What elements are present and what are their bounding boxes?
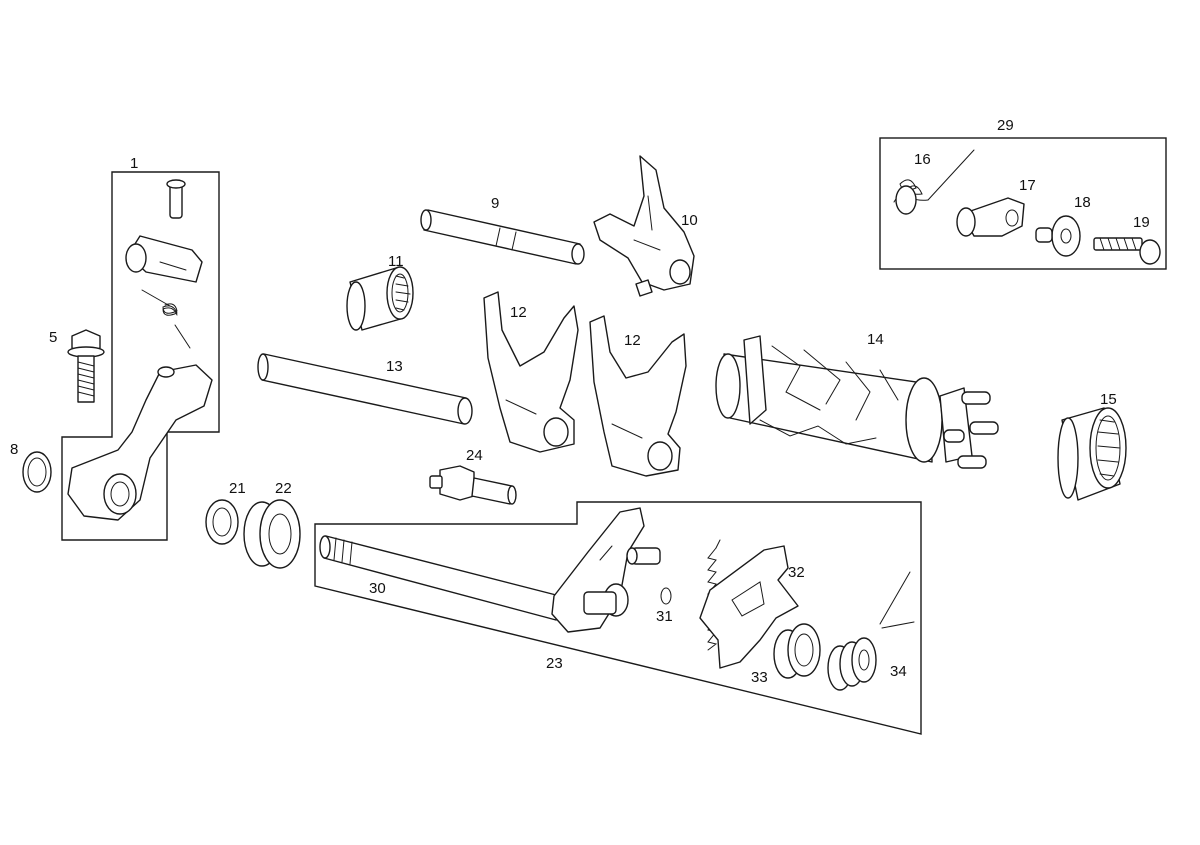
group-23-outline [314,501,922,735]
selector-plate-32 [699,545,799,669]
group-29-outline [879,137,1167,270]
needle-bearing-small [346,266,414,331]
group-1-outline [61,171,220,541]
bushing-33 [773,623,821,679]
fork-shaft-short [420,209,585,265]
callout-34: 34 [890,663,907,680]
needle-bearing-large [1057,407,1127,501]
shift-fork-12b [589,315,687,477]
callout-17: 17 [1019,177,1036,194]
callout-23: 23 [546,655,563,672]
callout-12b: 12 [624,332,641,349]
callout-12a: 12 [510,304,527,321]
small-spring [141,289,191,349]
screw-19 [1093,237,1161,265]
flange-bolt [67,329,105,403]
callout-10: 10 [681,212,698,229]
callout-15: 15 [1100,391,1117,408]
torsion-spring-34 [827,571,915,691]
shift-fork-12a [483,291,579,453]
callout-14: 14 [867,331,884,348]
callout-16: 16 [914,151,931,168]
callout-9: 9 [491,195,499,212]
callout-1: 1 [130,155,138,172]
oil-seal-22 [243,499,301,569]
callout-32: 32 [788,564,805,581]
bushing-21 [205,499,239,545]
callout-22: 22 [275,480,292,497]
callout-8: 8 [10,441,18,458]
callout-24: 24 [466,447,483,464]
callout-11: 11 [388,253,404,270]
shift-lever-arm [67,364,213,521]
torsion-spring-16 [893,149,975,215]
clevis [125,235,203,283]
washer-18 [1035,215,1081,257]
stud-24 [429,465,517,505]
callout-5: 5 [49,329,57,346]
callout-21: 21 [229,480,246,497]
shift-fork-10 [593,155,695,297]
fork-shaft-long [257,353,473,425]
callout-19: 19 [1133,214,1150,231]
callout-33: 33 [751,669,768,686]
callout-30: 30 [369,580,386,597]
callout-13: 13 [386,358,403,375]
callout-31: 31 [656,608,673,625]
callout-18: 18 [1074,194,1091,211]
selector-drum [715,335,999,469]
shift-lever-plate [551,507,661,633]
callout-29: 29 [997,117,1014,134]
pin [166,179,186,219]
cam-plate-17 [956,197,1025,237]
gearshift-shaft-30 [319,535,561,621]
circlip [22,451,52,493]
